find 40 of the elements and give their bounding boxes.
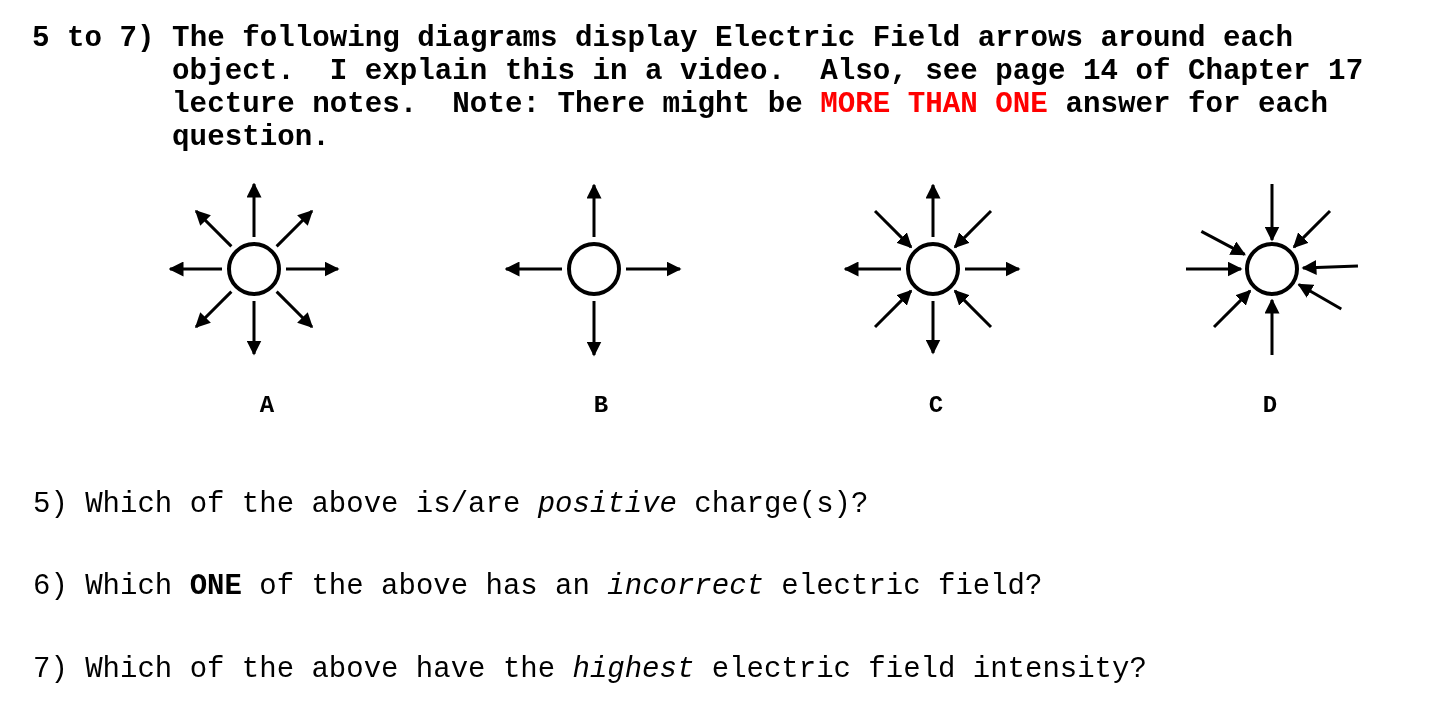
field-arrow bbox=[194, 290, 233, 329]
option-letter: C bbox=[928, 394, 944, 418]
charge-circle bbox=[906, 242, 960, 296]
field-arrow bbox=[1301, 259, 1358, 275]
field-arrow bbox=[286, 261, 340, 277]
charge-circle bbox=[567, 242, 621, 296]
field-arrow bbox=[168, 261, 222, 277]
field-arrow bbox=[965, 261, 1021, 277]
field-arrow bbox=[626, 261, 682, 277]
question-text: 7) Which of the above have the highest electric field intensity? bbox=[33, 653, 1147, 687]
field-arrow bbox=[246, 301, 262, 356]
field-arrow bbox=[586, 183, 602, 237]
field-arrow bbox=[194, 209, 233, 248]
field-arrow bbox=[1264, 298, 1280, 355]
field-arrow bbox=[1292, 209, 1332, 249]
field-arrow bbox=[925, 183, 941, 237]
field-arrow bbox=[1297, 283, 1343, 311]
field-arrow bbox=[953, 289, 993, 329]
question-text: 6) Which ONE of the above has an incorrect electric field? bbox=[33, 570, 1043, 604]
field-arrow bbox=[873, 289, 913, 329]
field-arrow bbox=[504, 261, 562, 277]
field-arrow bbox=[246, 182, 262, 237]
question-heading: 5 to 7) The following diagrams display Electric Field arrows around each object. I explain this in a video. Also, see page 14 of Chapter 17 lecture notes. Note: There might be MORE THAN ONE answer for each question. bbox=[32, 22, 1365, 154]
field-arrow bbox=[1200, 230, 1246, 256]
field-arrow bbox=[1264, 184, 1280, 242]
option-letter: A bbox=[259, 394, 275, 418]
option-letter: D bbox=[1262, 394, 1278, 418]
field-arrow bbox=[275, 290, 314, 329]
field-arrow bbox=[1212, 289, 1252, 329]
field-arrow bbox=[925, 301, 941, 355]
field-arrow bbox=[586, 301, 602, 357]
option-letter: B bbox=[593, 394, 609, 418]
field-arrow bbox=[843, 261, 901, 277]
question-text: 5) Which of the above is/are positive charge(s)? bbox=[33, 488, 869, 522]
charge-circle bbox=[1245, 242, 1299, 296]
field-arrow bbox=[275, 209, 314, 248]
field-arrow bbox=[873, 209, 913, 249]
field-arrow bbox=[953, 209, 993, 249]
charge-circle bbox=[227, 242, 281, 296]
field-arrow bbox=[1186, 261, 1243, 277]
